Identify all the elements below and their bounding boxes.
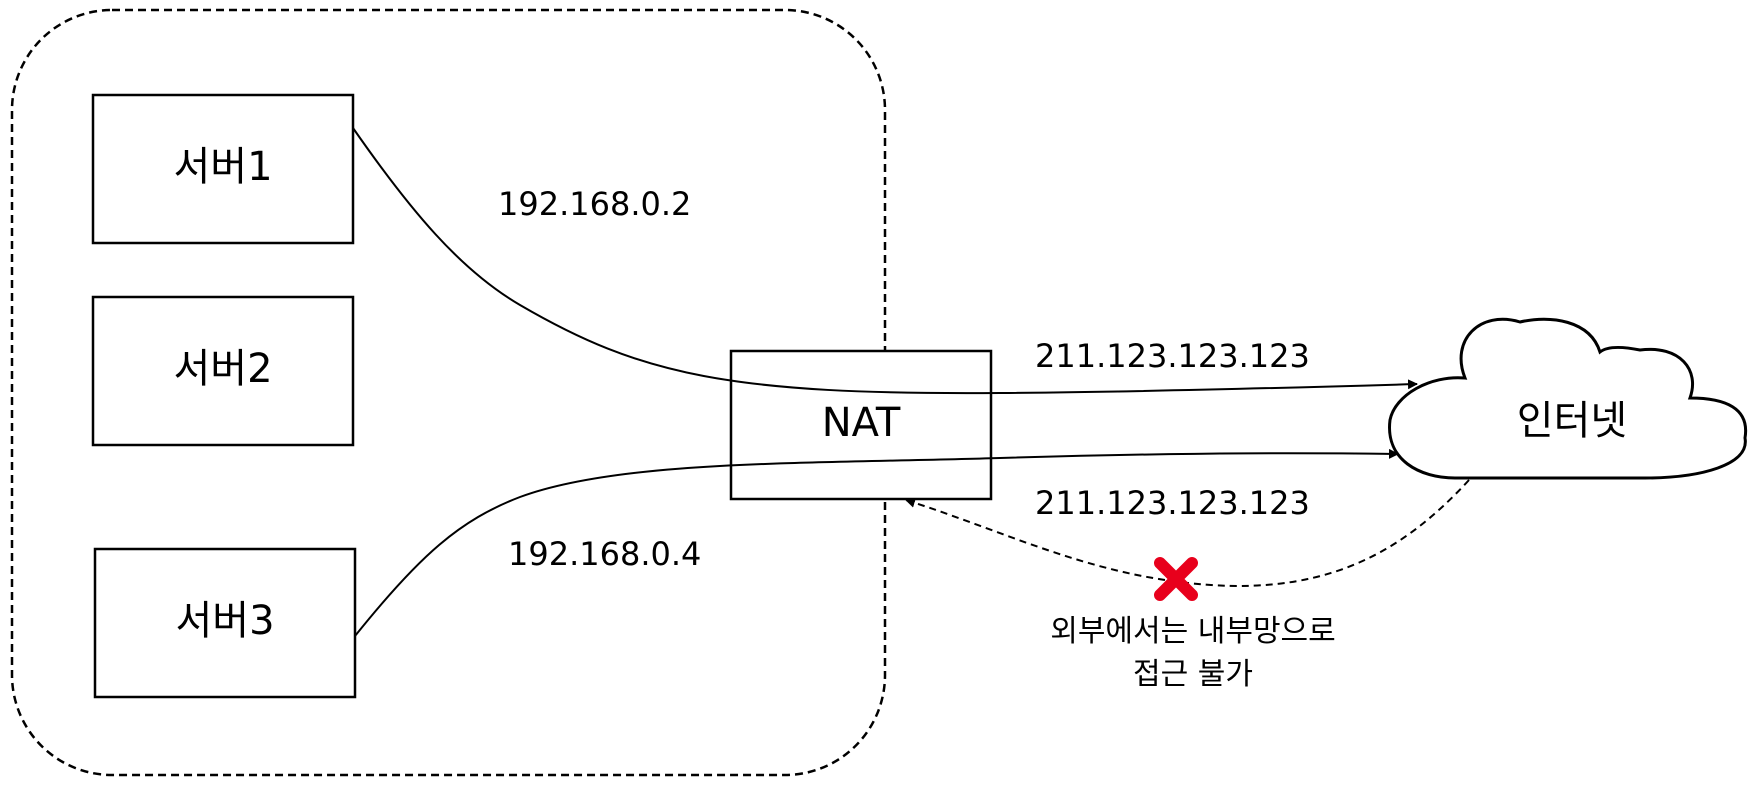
server2-node: 서버2 bbox=[91, 295, 355, 447]
server1-ip-label: 192.168.0.2 bbox=[498, 185, 691, 223]
server3-label: 서버3 bbox=[175, 598, 274, 644]
server3-to-internet-link bbox=[354, 448, 1399, 637]
blocked-inbound-link bbox=[905, 479, 1470, 587]
server2-label: 서버2 bbox=[173, 346, 272, 392]
server1-to-internet-link bbox=[352, 127, 1418, 395]
x-mark-icon bbox=[1154, 557, 1198, 601]
server1-box bbox=[91, 93, 355, 245]
internet-node: 인터넷 bbox=[1388, 317, 1748, 480]
server3-ip-label: 192.168.0.4 bbox=[508, 535, 701, 573]
blocked-note-line1: 외부에서는 내부망으로 bbox=[1050, 614, 1336, 649]
server3-node: 서버3 bbox=[93, 547, 357, 699]
blocked-note-line2: 접근 불가 bbox=[1133, 657, 1253, 692]
server1-node: 서버1 bbox=[91, 93, 355, 245]
nat-node: NAT bbox=[729, 349, 993, 501]
public-ip-top-label: 211.123.123.123 bbox=[1035, 337, 1310, 375]
server2-box bbox=[91, 295, 355, 447]
server3-box bbox=[93, 547, 357, 699]
nat-label: NAT bbox=[822, 400, 901, 446]
nat-box bbox=[729, 349, 993, 501]
cloud-outline bbox=[1388, 317, 1748, 480]
internet-label: 인터넷 bbox=[1517, 398, 1627, 444]
public-ip-bottom-label: 211.123.123.123 bbox=[1035, 484, 1310, 522]
server1-label: 서버1 bbox=[173, 144, 272, 190]
